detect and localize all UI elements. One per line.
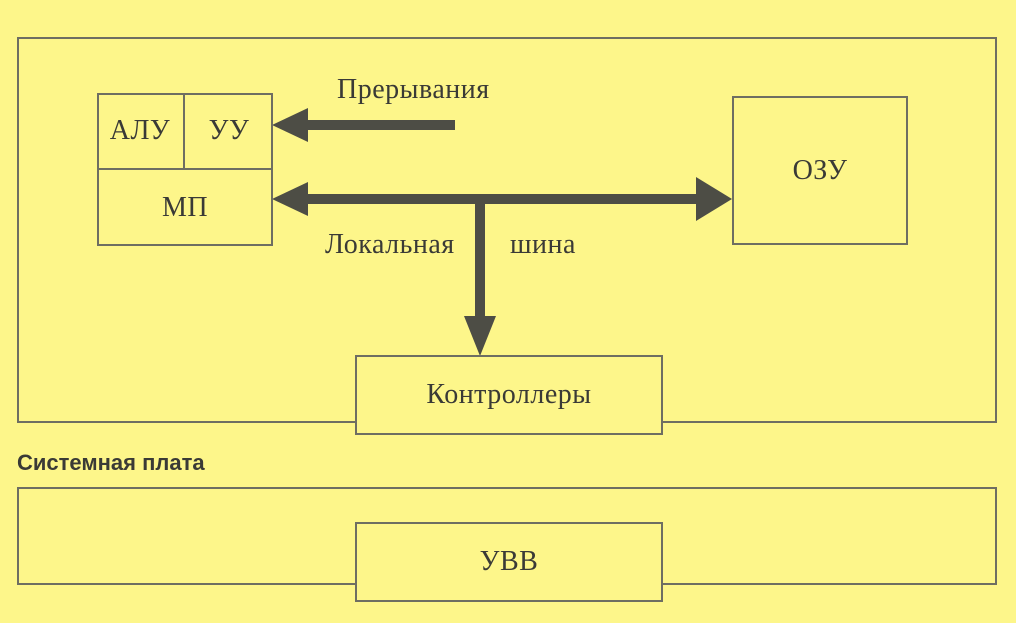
controllers-label: Контроллеры — [426, 379, 592, 410]
io-block: УВВ — [355, 522, 663, 602]
bus-label-right: шина — [510, 229, 576, 260]
interrupts-arrow-shaft — [300, 120, 455, 130]
mp-label: МП — [161, 192, 209, 223]
cu-label: УУ — [208, 115, 250, 146]
alu-label: АЛУ — [109, 115, 171, 146]
local-bus-shaft — [302, 194, 702, 204]
bus-label-left: Локальная — [325, 229, 455, 260]
mp-divider-horizontal — [97, 168, 273, 170]
local-bus-right-head — [696, 177, 732, 221]
controllers-branch-shaft — [475, 199, 485, 321]
interrupts-label: Прерывания — [337, 74, 490, 105]
ram-block: ОЗУ — [732, 96, 908, 245]
controllers-branch-head — [464, 316, 496, 356]
interrupts-arrow-head — [272, 108, 308, 142]
local-bus-left-head — [272, 182, 308, 216]
io-label: УВВ — [479, 546, 539, 577]
ram-label: ОЗУ — [792, 154, 848, 186]
system-board-label: Системная плата — [17, 450, 205, 475]
controllers-block: Контроллеры — [355, 355, 663, 435]
mp-divider-vertical — [183, 93, 185, 169]
